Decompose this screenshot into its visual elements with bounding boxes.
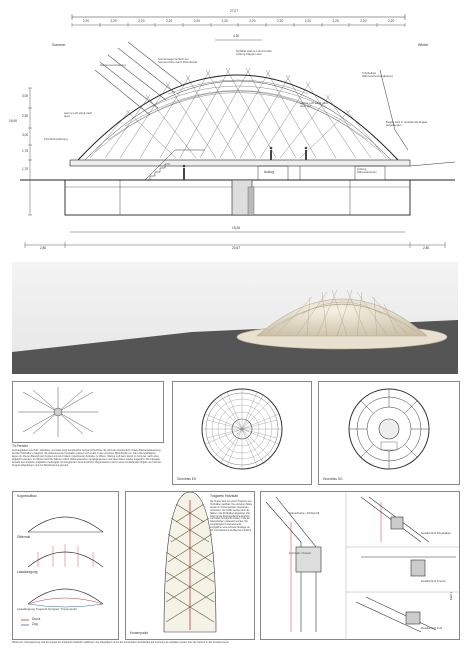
inner-dim: 4,30 bbox=[233, 34, 240, 38]
top-dim: 2,20 bbox=[304, 19, 311, 23]
ann-sun-shade: Sonnenverschattung bbox=[100, 63, 126, 67]
caption-mid: Knotenpunkt bbox=[130, 631, 148, 635]
bottom-mid-dim: 20,67 bbox=[232, 246, 240, 250]
sheet-num: Blatt 1 bbox=[449, 592, 453, 600]
lattice-drawing bbox=[163, 492, 217, 633]
ann-frischluft: Frischluft Zuleitung bbox=[44, 137, 68, 141]
top-dim-row: 2,20 2,20 2,20 2,20 2,20 2,20 2,20 2,20 … bbox=[72, 19, 405, 24]
plan-og-caption: Grundriss OG bbox=[323, 477, 343, 481]
label-summer: Sommer bbox=[52, 43, 66, 47]
det-label: Detailschnitt Ringbalken bbox=[421, 531, 452, 535]
node-detail-panel bbox=[12, 381, 164, 443]
dome-rendering bbox=[12, 262, 458, 374]
load-diagram-panel: Kuppelaufbau Gitterrost Lastabtragung La… bbox=[12, 491, 119, 640]
label-a: Gitterrost bbox=[17, 535, 31, 539]
top-dim: 2,20 bbox=[277, 19, 284, 23]
bottom-text: Mittels der Unterspannung wird die Kuppe… bbox=[12, 641, 230, 644]
left-dim: 2,50 bbox=[22, 114, 29, 118]
top-dim: 2,20 bbox=[166, 19, 173, 23]
section-drawing bbox=[20, 14, 456, 248]
lattice-panel: Tragwerk Holzstab Die Kuppel wird aus ei… bbox=[125, 491, 255, 640]
top-dim: 2,20 bbox=[388, 19, 395, 23]
top-dim: 2,20 bbox=[249, 19, 256, 23]
ann-cold-air: warme Luft steigt nach oben auf bbox=[300, 101, 329, 109]
top-dim: 2,20 bbox=[110, 19, 117, 23]
label-winter: Winter bbox=[418, 43, 429, 47]
left-dim: 3,00 bbox=[22, 133, 29, 137]
construction-details bbox=[265, 492, 459, 639]
top-dim: 2,20 bbox=[360, 19, 367, 23]
ann-glass: 3-Scheiben Wärmeschutzverglasung bbox=[362, 71, 393, 79]
node-sketch bbox=[18, 387, 98, 437]
plan-eg-panel: Grundriss EG bbox=[172, 381, 312, 485]
top-dim: 2,20 bbox=[82, 19, 89, 23]
label-c: Lastabtragung Tragwerk Fertigteil / Knot… bbox=[17, 607, 77, 611]
body-mid: Die Kuppel wird aus einem Tragwerk aus H… bbox=[210, 501, 253, 533]
top-dim: 2,20 bbox=[221, 19, 228, 23]
bottom-left-dim: 2,80 bbox=[40, 246, 47, 250]
overall-dim: 27,07 bbox=[230, 9, 238, 13]
detail-text-block: Tit Fenster Ausbauplatten aus Holz, Glas… bbox=[12, 444, 162, 485]
room-lift: Aufzug bbox=[264, 170, 274, 174]
heading-mid: Tragwerk Holzstab bbox=[210, 494, 239, 498]
top-dim: 2,20 bbox=[193, 19, 200, 23]
left-dim: 3,00 bbox=[22, 94, 29, 98]
det-label: Holzstab / Knoten bbox=[289, 551, 312, 555]
detail-heading: Tit Fenster bbox=[12, 444, 29, 448]
plan-og-panel: Grundriss OG bbox=[318, 381, 460, 485]
det-label: Glasscheibe / Dichtprofil bbox=[289, 511, 320, 515]
ann-sun-protect: Sonnensegel schützt vor Sonnen-hitze dur… bbox=[158, 57, 198, 65]
det-label: Detailschnitt Knoten bbox=[421, 579, 446, 583]
heading-left: Kuppelaufbau bbox=[17, 494, 37, 498]
plan-eg-drawing bbox=[201, 388, 283, 470]
plan-eg-caption: Grundriss EG bbox=[177, 477, 197, 481]
ann-vent: Sichtbar warme Luft tritt über Lüftung K… bbox=[236, 49, 272, 57]
det-label: Detailschnitt Fuß bbox=[421, 626, 442, 630]
building-section: 27,07 2,20 2,20 2,20 2,20 2,20 2,20 2,20… bbox=[0, 0, 470, 255]
ann-rain: Regen wird in umlaufende Rigole aufgefan… bbox=[386, 120, 428, 128]
plan-og-drawing bbox=[348, 388, 430, 470]
height-total: 16,90 bbox=[9, 119, 17, 123]
details-panel: Glasscheibe / Dichtprofil Holzstab / Kno… bbox=[260, 491, 460, 640]
label-b: Lastabtragung bbox=[17, 570, 38, 574]
inner-width-dim: 19,26 bbox=[232, 226, 240, 230]
rendering-image bbox=[12, 289, 458, 374]
left-dim: 1,75 bbox=[22, 149, 29, 153]
bottom-right-dim: 2,80 bbox=[423, 246, 430, 250]
detail-body: Ausbauplatten aus Holz, Glasfaser und Gl… bbox=[12, 448, 162, 468]
top-dim: 2,20 bbox=[332, 19, 339, 23]
top-dim: 2,20 bbox=[138, 19, 145, 23]
load-diagrams bbox=[21, 516, 104, 626]
ann-warm-air: warme Luft steigt nach oben bbox=[64, 111, 93, 119]
legend-2: Zug bbox=[32, 622, 38, 626]
room-tech: Lüftung Wärmetauscher bbox=[357, 167, 377, 175]
left-dim: 1,70 bbox=[22, 167, 29, 171]
legend-1: Druck bbox=[32, 617, 41, 621]
